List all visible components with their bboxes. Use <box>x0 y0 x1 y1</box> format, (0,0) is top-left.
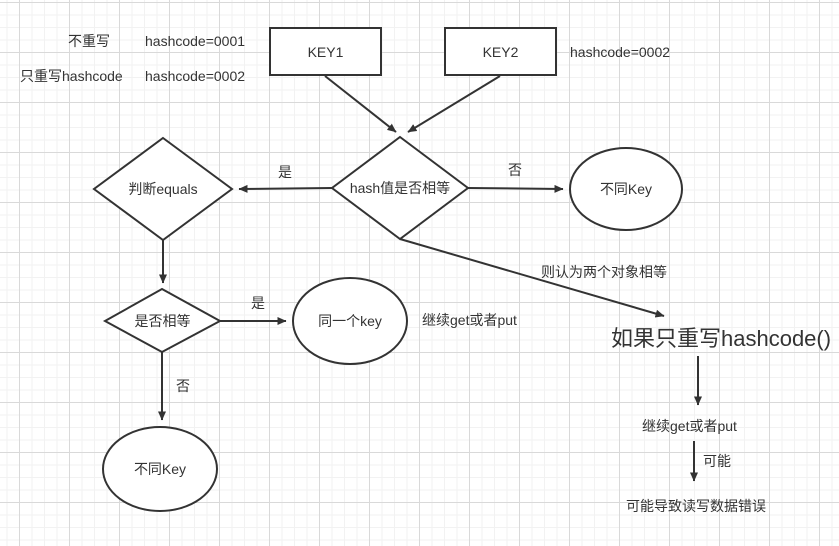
node-judge-equals-diamond[interactable] <box>92 136 234 242</box>
edge-label-yes-to-equals: 是 <box>278 164 292 180</box>
edge-label-no-to-diff-key-bottom: 否 <box>176 378 190 394</box>
node-same-key-label: 同一个key <box>318 313 382 329</box>
edge-label-then-considered-equal: 则认为两个对象相等 <box>541 264 667 280</box>
edge-label-yes-to-same-key: 是 <box>251 295 265 311</box>
note-continue-get-put-2[interactable]: 继续get或者put <box>642 418 737 434</box>
node-key2-label: KEY2 <box>482 43 519 60</box>
connector-key1-to-hashcheck[interactable] <box>324 75 397 133</box>
node-different-key-right-ellipse[interactable] <box>569 147 683 231</box>
edge-label-no-to-diff-key: 否 <box>508 162 522 178</box>
legend-row2-label[interactable]: 只重写hashcode <box>20 68 123 84</box>
node-hash-equal-check-label: hash值是否相等 <box>349 180 451 196</box>
node-equal-check-diamond[interactable] <box>102 287 223 354</box>
node-hash-equal-check-diamond[interactable] <box>330 135 470 241</box>
legend-row1-label[interactable]: 不重写 <box>68 33 110 49</box>
node-equal-check-label: 是否相等 <box>134 312 191 329</box>
node-different-key-right-label: 不同Key <box>599 181 653 197</box>
note-read-write-error[interactable]: 可能导致读写数据错误 <box>626 498 766 514</box>
connector-hashcheck-to-different-key[interactable] <box>467 184 564 193</box>
node-key1-label: KEY1 <box>307 43 344 60</box>
node-key1-rect[interactable] <box>269 27 382 76</box>
note-continue-get-put-1[interactable]: 继续get或者put <box>422 312 517 328</box>
legend-row2-value[interactable]: hashcode=0002 <box>145 68 246 84</box>
node-judge-equals-label: 判断equals <box>128 181 198 197</box>
node-key2-rect[interactable] <box>444 27 557 76</box>
connector-hashcheck-to-judge-equals[interactable] <box>238 184 333 193</box>
node-different-key-bottom-ellipse[interactable] <box>102 426 218 512</box>
legend-row1-value[interactable]: hashcode=0001 <box>145 33 246 49</box>
key2-hashcode-label[interactable]: hashcode=0002 <box>570 44 671 60</box>
connector-hashcheck-to-only-hashcode-note[interactable] <box>399 238 665 318</box>
node-different-key-bottom-label: 不同Key <box>133 461 187 477</box>
node-same-key-ellipse[interactable] <box>292 277 408 365</box>
connector-key2-to-hashcheck[interactable] <box>407 75 501 133</box>
note-only-override-hashcode[interactable]: 如果只重写hashcode() <box>611 326 832 351</box>
edge-label-maybe: 可能 <box>703 453 731 469</box>
